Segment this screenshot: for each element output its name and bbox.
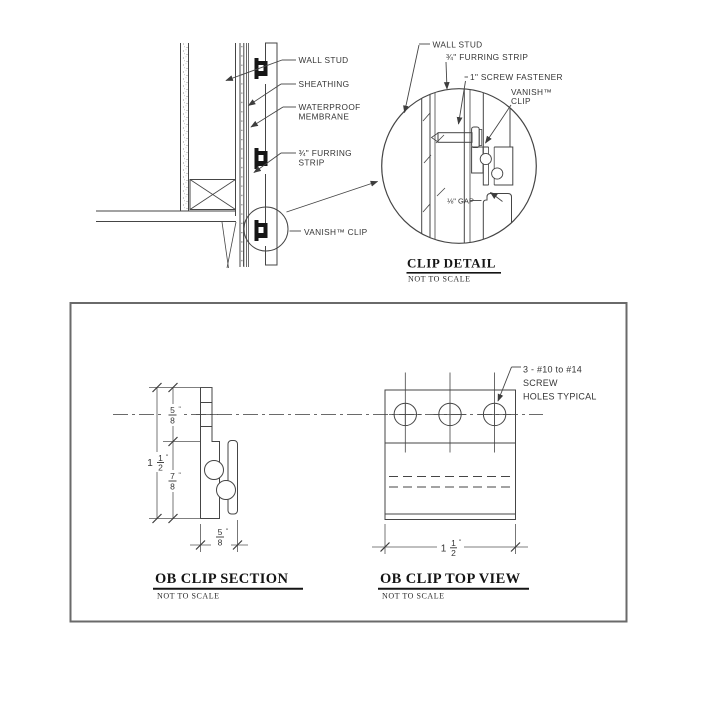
title-clip-detail: CLIP DETAIL — [407, 256, 496, 271]
svg-text:8: 8 — [218, 538, 223, 548]
section-right-bar — [227, 440, 238, 515]
label-gap: ⅛" GAP — [447, 197, 474, 206]
svg-text:": " — [459, 539, 462, 546]
svg-text:8: 8 — [170, 416, 175, 426]
label-furring-strip: ¾" FURRING — [299, 148, 352, 158]
label-detail-wall-stud: WALL STUD — [433, 40, 483, 50]
svg-text:2: 2 — [451, 548, 456, 558]
wall-section-leaders — [225, 59, 379, 232]
label-detail-furring: ¾" FURRING STRIP — [446, 52, 528, 62]
screw-holes — [389, 372, 511, 453]
section-left-piece — [200, 387, 220, 519]
detail-contents — [421, 88, 514, 244]
clip-detail-view: ⅛" GAP WALL STUD ¾" FURRING STRIP 1" SCR… — [381, 40, 563, 284]
label-screw-note-3: HOLES TYPICAL — [523, 392, 597, 402]
section-dimensions: 5 8 " 1 1 2 " 7 8 " — [143, 382, 248, 552]
svg-text:1: 1 — [451, 538, 456, 548]
label-screw-note-2: SCREW — [523, 378, 558, 388]
label-detail-screw: 1" SCREW FASTENER — [470, 72, 563, 82]
svg-text:7: 7 — [170, 471, 175, 481]
svg-text:5: 5 — [218, 527, 223, 537]
clip-glyph — [254, 148, 268, 169]
section-notch-right — [216, 480, 236, 500]
svg-text:5: 5 — [170, 405, 175, 415]
dim-5-8-width: 5 8 " — [216, 527, 229, 548]
svg-text:8: 8 — [170, 482, 175, 492]
label-furring-strip-2: STRIP — [299, 158, 325, 168]
clip-glyph — [254, 220, 268, 241]
label-screw-note-1: 3 - #10 to #14 — [523, 365, 582, 375]
detail-screw-fastener — [430, 126, 483, 148]
callout-reference-leader — [286, 180, 379, 213]
ob-clip-section-view: 5 8 " 1 1 2 " 7 8 " — [143, 382, 303, 601]
title-ob-clip-top-view: OB CLIP TOP VIEW — [380, 571, 521, 587]
clip-detail-leaders — [403, 43, 512, 144]
svg-text:": " — [166, 454, 169, 461]
screw-note-leader — [497, 366, 521, 402]
label-detail-vanish-2: CLIP — [511, 96, 531, 106]
stipple-wall-strip — [180, 43, 189, 211]
label-membrane: MEMBRANE — [299, 112, 350, 122]
label-sheathing: SHEATHING — [299, 79, 350, 89]
label-vanish-clip: VANISH™ CLIP — [304, 227, 368, 237]
detail-furring-lower — [482, 193, 512, 244]
callout-circle-small — [243, 206, 289, 252]
svg-text:2: 2 — [158, 463, 163, 473]
svg-text:1: 1 — [441, 544, 447, 555]
label-waterproof: WATERPROOF — [299, 102, 361, 112]
drawing-border-box — [69, 302, 628, 623]
top-view-dimension: 1 1 2 " — [372, 524, 528, 558]
clip-glyph — [254, 58, 268, 79]
svg-text:1: 1 — [147, 458, 153, 469]
detail-clip-interlock — [479, 146, 514, 186]
vanish-clip-glyphs — [254, 58, 268, 241]
scale-note-clip-detail: NOT TO SCALE — [408, 275, 471, 284]
title-ob-clip-section: OB CLIP SECTION — [155, 571, 288, 587]
svg-text:1: 1 — [158, 453, 163, 463]
label-detail-vanish: VANISH™ — [511, 87, 552, 97]
scale-note-ob-clip-section: NOT TO SCALE — [157, 592, 220, 601]
scale-note-ob-clip-top-view: NOT TO SCALE — [382, 592, 445, 601]
blocking-x-box — [189, 179, 236, 210]
svg-text:": " — [179, 406, 182, 413]
svg-text:": " — [179, 472, 182, 479]
dim-7-8-lower: 7 8 " — [168, 471, 182, 492]
section-notch-left — [204, 460, 224, 480]
label-wall-stud: WALL STUD — [299, 55, 349, 65]
ob-clip-top-view: 3 - #10 to #14 SCREW HOLES TYPICAL 1 1 2… — [372, 365, 597, 601]
dim-5-8-top: 5 8 " — [168, 405, 182, 426]
dim-1-1-2-width: 1 1 2 " — [441, 538, 462, 558]
dim-1-1-2-overall: 1 1 2 " — [147, 453, 169, 473]
wall-section-view: WALL STUD SHEATHING WATERPROOF MEMBRANE … — [96, 42, 379, 269]
detail-callout-circle — [381, 88, 537, 244]
svg-text:": " — [226, 528, 229, 535]
